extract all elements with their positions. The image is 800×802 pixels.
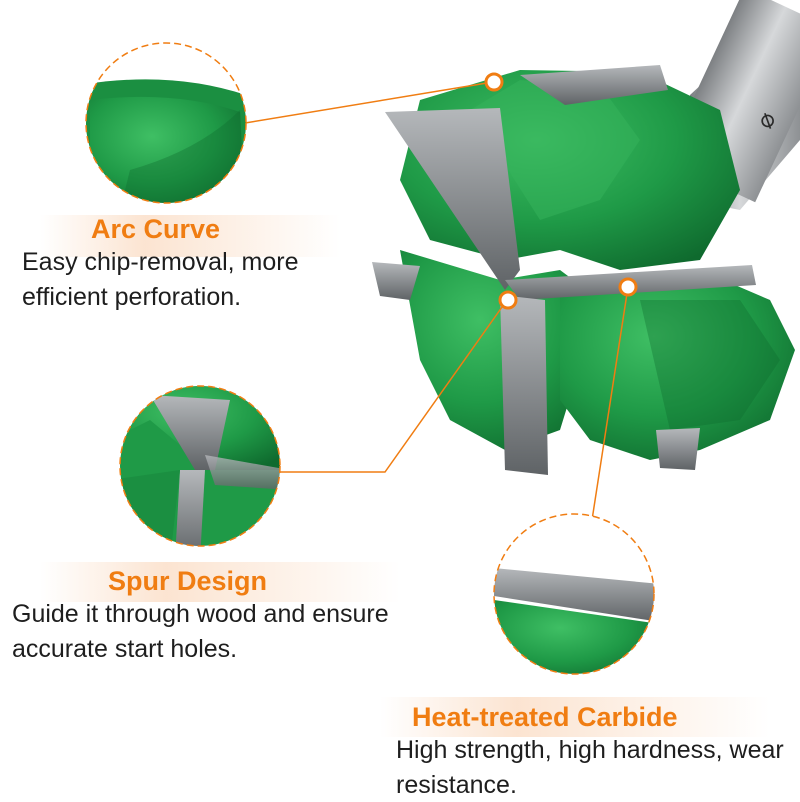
spur-design-callout: Spur Design Guide it through wood and en… xyxy=(12,566,432,666)
arc-title-band xyxy=(40,215,340,257)
heat-treated-carbide-title: Heat-treated Carbide xyxy=(412,702,678,732)
spur-design-title: Spur Design xyxy=(108,566,268,596)
heat-treated-carbide-description: High strength, high hardness, wear resis… xyxy=(396,736,784,799)
spur-zoom-icon xyxy=(119,385,281,547)
spur-anchor-dot xyxy=(498,290,518,310)
carbide-anchor-dot xyxy=(618,277,638,297)
spur-title-band xyxy=(40,562,400,602)
arc-curve-callout: Arc Curve Easy chip-removal, more effici… xyxy=(22,214,352,314)
drill-head xyxy=(400,70,795,460)
arc-zoom-icon xyxy=(85,42,247,204)
arc-curve-description: Easy chip-removal, more efficient perfor… xyxy=(22,248,299,311)
heat-treated-carbide-callout: Heat-treated Carbide High strength, high… xyxy=(396,702,786,802)
spur-design-description: Guide it through wood and ensure accurat… xyxy=(12,600,389,663)
carbide-zoom-icon xyxy=(493,513,655,675)
carbide-edges xyxy=(372,65,756,475)
leader-lines xyxy=(244,81,629,521)
arc-anchor-dot xyxy=(484,72,504,92)
arc-curve-title: Arc Curve xyxy=(91,214,221,244)
anchor-dots xyxy=(484,72,638,310)
carbide-title-band xyxy=(380,697,770,737)
